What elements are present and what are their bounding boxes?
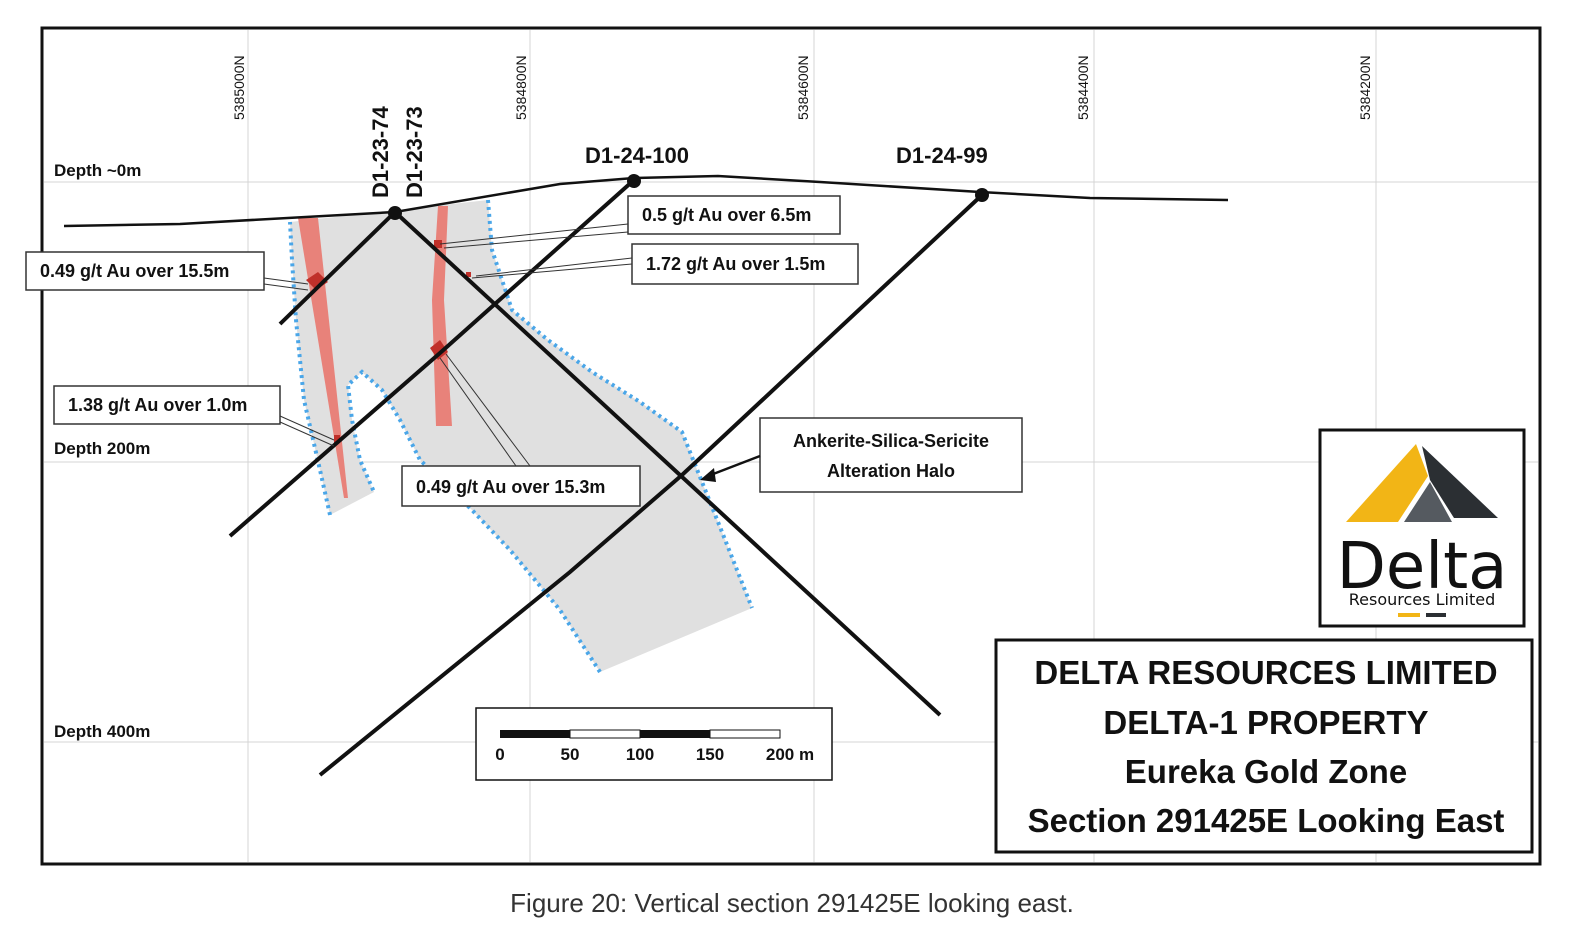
- hole-label-d1-24-100: D1-24-100: [585, 143, 689, 168]
- intercept-marker: [430, 340, 448, 360]
- topography-line: [63, 174, 1229, 228]
- drill-traces: [228, 178, 984, 777]
- title-line-company: DELTA RESOURCES LIMITED: [1034, 654, 1497, 691]
- callout-label: 0.49 g/t Au over 15.3m: [416, 477, 605, 497]
- drill-trace-d1-23-74: [278, 210, 397, 326]
- callout-box: [25, 251, 265, 291]
- depth-label-0m: Depth ~0m: [54, 161, 141, 180]
- scale-tick-label: 100: [626, 745, 654, 764]
- collar-d1-24-100: [627, 174, 641, 188]
- arrow-head-icon: [700, 468, 716, 482]
- callout-box: [401, 465, 641, 507]
- alteration-label-line2: Alteration Halo: [827, 461, 955, 481]
- alteration-halo: [290, 200, 752, 672]
- collar-d1-24-99: [975, 188, 989, 202]
- callout-box: [53, 385, 281, 425]
- northing-label: 5384600N: [795, 55, 811, 120]
- northing-label: 5384200N: [1357, 55, 1373, 120]
- logo-wordmark: Delta: [1337, 530, 1508, 604]
- hole-label-d1-23-74: D1-23-74: [368, 106, 393, 198]
- depth-label-400m: Depth 400m: [54, 722, 150, 741]
- callout-label: 1.38 g/t Au over 1.0m: [68, 395, 247, 415]
- intercept-marker: [306, 272, 328, 290]
- logo-mountain-gold-icon: [1346, 444, 1428, 522]
- leader-lines: [263, 223, 633, 467]
- drill-trace-d1-23-73: [393, 210, 942, 717]
- alteration-callout-box: [759, 417, 1023, 493]
- vein-west: [298, 218, 348, 498]
- scale-tick-label: 50: [561, 745, 580, 764]
- title-line-section: Section 291425E Looking East: [1028, 802, 1505, 839]
- logo-tagline: Resources Limited: [1349, 590, 1495, 609]
- intercept-marker: [334, 435, 340, 443]
- drill-trace-d1-24-100: [228, 178, 636, 538]
- scale-tick-label: 200 m: [766, 745, 814, 764]
- northing-label: 5384800N: [513, 55, 529, 120]
- depth-label-200m: Depth 200m: [54, 439, 150, 458]
- title-line-zone: Eureka Gold Zone: [1125, 753, 1407, 790]
- callout-box: [627, 195, 841, 235]
- collar-d1-23: [388, 206, 402, 220]
- logo-mountain-dark-icon: [1422, 446, 1498, 518]
- callout-label: 1.72 g/t Au over 1.5m: [646, 254, 825, 274]
- hole-label-d1-24-99: D1-24-99: [896, 143, 988, 168]
- vein-east: [432, 206, 452, 426]
- figure-caption: Figure 20: Vertical section 291425E look…: [510, 888, 1074, 918]
- scale-bar: 0 50 100 150 200 m: [475, 707, 833, 781]
- northing-label: 5384400N: [1075, 55, 1091, 120]
- drill-trace-d1-24-99: [318, 193, 984, 777]
- scale-tick-label: 150: [696, 745, 724, 764]
- logo-mountain-mid-icon: [1404, 482, 1452, 522]
- hole-label-d1-23-73: D1-23-73: [402, 106, 427, 198]
- scale-tick-label: 0: [495, 745, 504, 764]
- alteration-arrow: [707, 454, 761, 478]
- intercept-marker: [434, 240, 442, 248]
- intercept-marker: [466, 272, 471, 277]
- company-logo: Delta Resources Limited: [1318, 428, 1526, 628]
- callout-label: 0.49 g/t Au over 15.5m: [40, 261, 229, 281]
- title-block: [994, 638, 1534, 854]
- northing-label: 5385000N: [231, 55, 247, 120]
- callout-box: [631, 243, 859, 285]
- callout-label: 0.5 g/t Au over 6.5m: [642, 205, 811, 225]
- title-line-property: DELTA-1 PROPERTY: [1103, 704, 1428, 741]
- alteration-label-line1: Ankerite-Silica-Sericite: [793, 431, 989, 451]
